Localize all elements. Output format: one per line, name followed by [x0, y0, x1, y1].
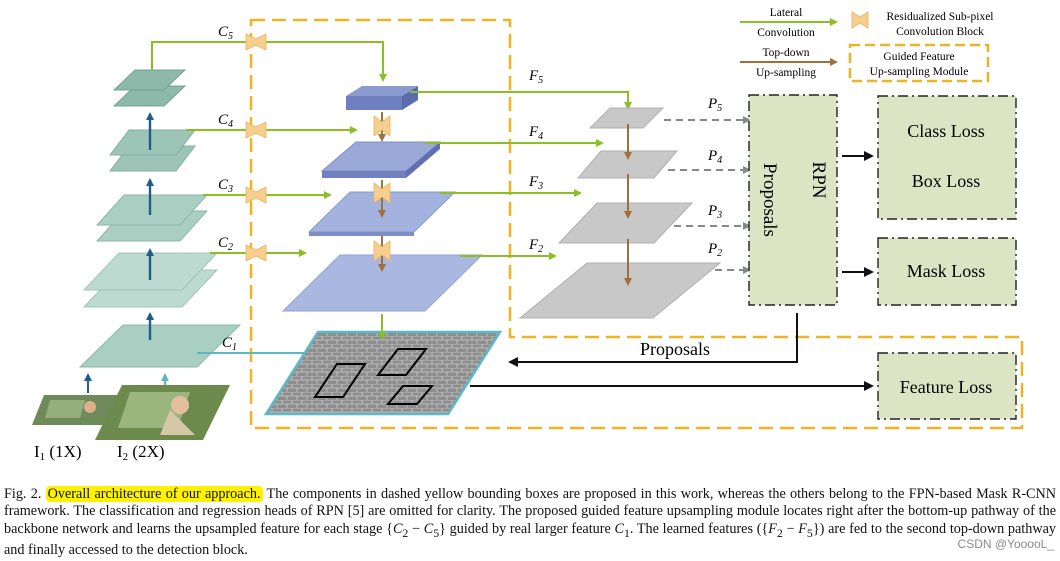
legend-subpixel-icon — [851, 11, 869, 29]
lateral-connections — [151, 41, 387, 357]
caption-highlight: Overall architecture of our approach. — [45, 486, 263, 502]
proposals-return: Proposals — [508, 313, 798, 367]
p4-plate — [576, 150, 679, 179]
caption-math-c: C — [614, 520, 624, 537]
watermark: CSDN @YooooL_ — [957, 537, 1054, 551]
caption-text-3: . The learned features ({ — [629, 520, 769, 537]
legend: Lateral Convolution Top-down Up-sampling… — [740, 7, 994, 83]
caption-prefix: Fig. 2. — [4, 486, 42, 502]
caption-text-2: } guided by real larger feature — [439, 520, 615, 537]
backbone-stage-1 — [78, 324, 242, 368]
class-loss-text: Class Loss — [907, 121, 985, 141]
p5-label: P5 — [707, 96, 722, 114]
legend-guided-1: Guided Feature — [883, 51, 954, 63]
legend-subpixel-2: Convolution Block — [896, 26, 984, 38]
p-pathway — [518, 107, 722, 319]
p2-plate — [518, 262, 722, 319]
caption-math-f: F — [798, 520, 807, 537]
f5-label: F5 — [528, 68, 543, 86]
feature-loss-text: Feature Loss — [900, 377, 992, 397]
caption-sub: 5 — [806, 525, 813, 540]
c5-label: C5 — [218, 24, 233, 42]
p5-plate — [588, 107, 665, 129]
backbone-stage-5 — [112, 69, 187, 107]
feature-loss-box — [877, 352, 1017, 420]
legend-lateral-2: Convolution — [757, 27, 815, 39]
f-to-p-connections — [410, 91, 632, 260]
box-loss-text: Box Loss — [912, 171, 981, 191]
legend-subpixel-1: Residualized Sub-pixel — [887, 11, 994, 23]
caption-sub: 1 — [623, 525, 630, 540]
caption-sub: 5 — [433, 525, 440, 540]
legend-topdown-1: Top-down — [762, 47, 809, 59]
p2-label: P2 — [707, 241, 722, 259]
caption-sub: 2 — [402, 525, 409, 540]
legend-lateral-1: Lateral — [770, 7, 803, 19]
p-to-rpn-connections — [664, 116, 751, 274]
f2-label: F2 — [528, 237, 543, 255]
mask-loss-box — [877, 237, 1017, 306]
caption-text-4: }) are fed to the second top-down pathwa… — [4, 520, 1056, 559]
architecture-diagram: C5 C4 C3 C2 C1 — [32, 7, 1024, 463]
f4-label: F4 — [528, 124, 543, 142]
backbone-pathway — [32, 69, 242, 440]
input-image-2x — [95, 385, 230, 440]
guided-fpn-pathway — [263, 86, 503, 416]
caption-math-f: F — [768, 520, 777, 537]
input-image-1x — [32, 395, 120, 425]
caption-sub: 2 — [776, 525, 783, 540]
guided-module-box — [249, 18, 1024, 430]
backbone-stage-2 — [82, 252, 219, 308]
f5-plate — [346, 86, 418, 110]
c4-label: C4 — [218, 112, 233, 130]
rpn-block: Proposals RPN — [748, 94, 838, 306]
c2-label: C2 — [218, 235, 233, 253]
loss-heads: Class Loss Box Loss Mask Loss Feature Lo… — [470, 95, 1017, 420]
c1-feature-map — [263, 330, 503, 416]
backbone-stage-3 — [95, 194, 209, 242]
figure-caption: Fig. 2. Overall architecture of our appr… — [4, 486, 1056, 559]
caption-math-c: C — [423, 520, 434, 537]
legend-guided-box — [848, 43, 990, 83]
backbone-stage-4 — [108, 129, 197, 172]
caption-math-c: C — [392, 520, 403, 537]
input1-label: I1 (1X) — [34, 442, 82, 463]
input2-label: I2 (2X) — [117, 442, 165, 463]
caption-text-1: The components in dashed yellow bounding… — [4, 486, 1057, 537]
c3-label: C3 — [218, 177, 233, 195]
p3-label: P3 — [707, 203, 722, 221]
c1-label: C1 — [222, 335, 237, 353]
caption-op: − — [782, 520, 799, 537]
caption-op: − — [408, 520, 424, 537]
legend-topdown-2: Up-sampling — [756, 67, 816, 79]
mask-loss-text: Mask Loss — [907, 261, 986, 281]
f3-label: F3 — [528, 174, 543, 192]
rpn-text: RPN — [808, 162, 829, 199]
class-box-loss-box — [877, 95, 1017, 220]
rpn-proposals-text: Proposals — [759, 163, 780, 237]
f2-plate — [281, 254, 484, 312]
p3-plate — [557, 202, 694, 244]
subpixel-blocks-lateral — [245, 33, 267, 262]
f4-plate — [320, 141, 442, 178]
legend-guided-2: Up-sampling Module — [870, 66, 969, 78]
proposals-label: Proposals — [640, 339, 710, 359]
p4-label: P4 — [707, 148, 722, 166]
